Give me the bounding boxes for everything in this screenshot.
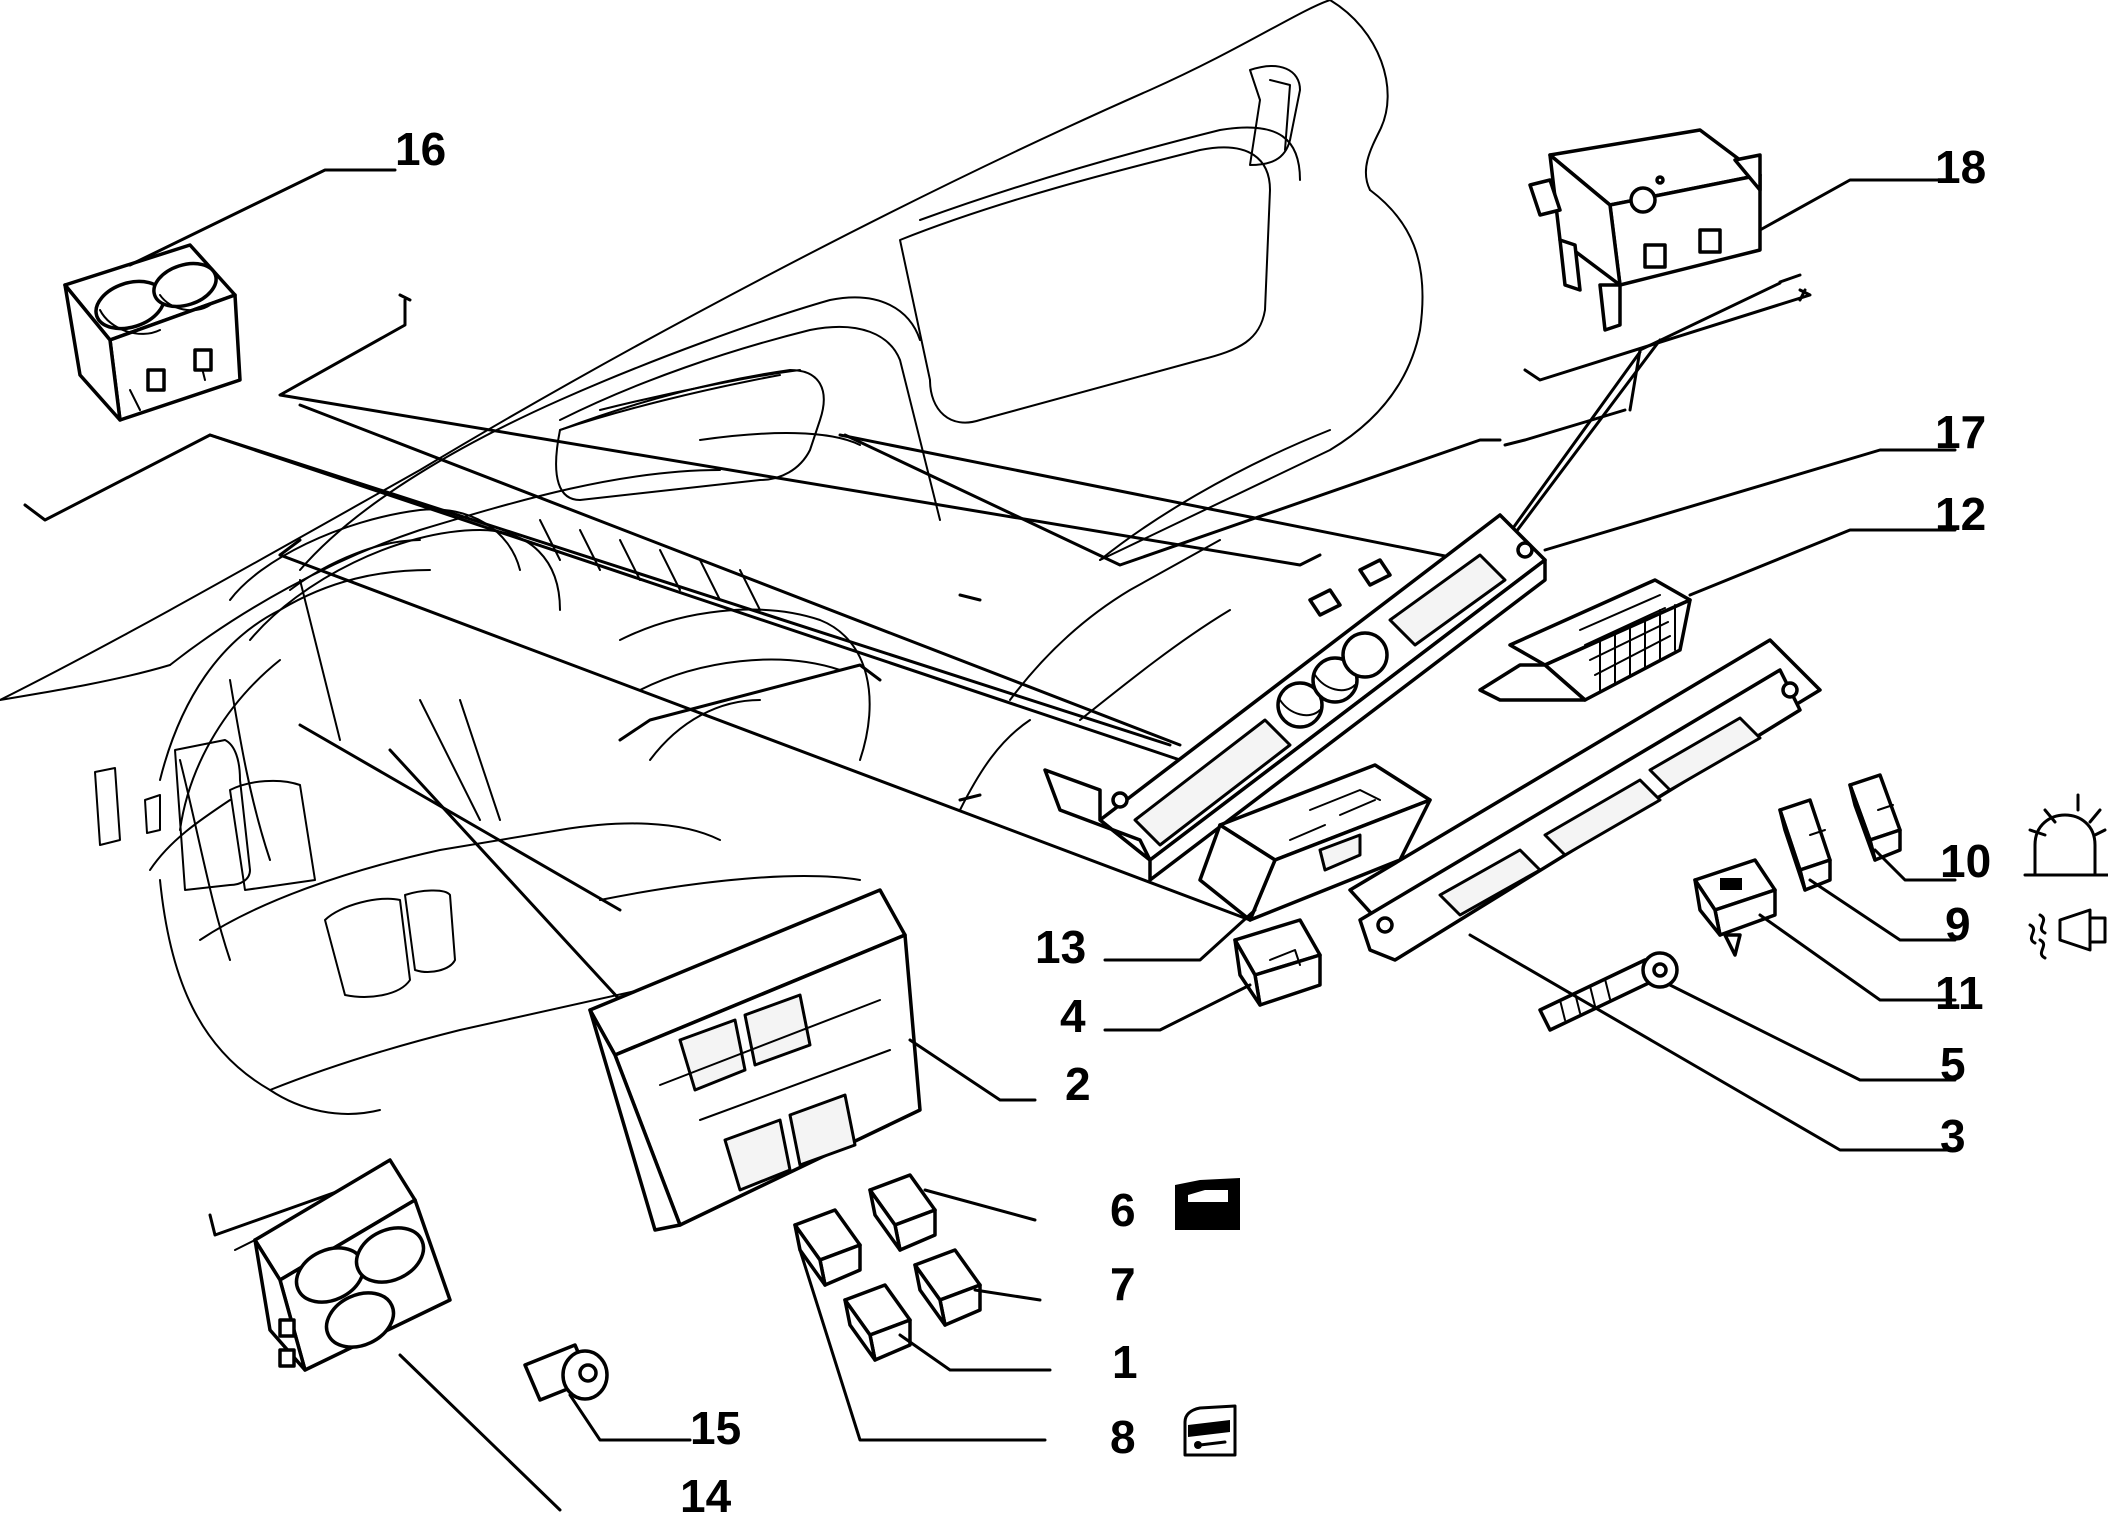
callout-11: 11 bbox=[1935, 967, 1984, 1019]
hazard-light-icon bbox=[2023, 793, 2108, 877]
horn-icon bbox=[2028, 908, 2107, 960]
part-10-switch bbox=[1848, 773, 1902, 862]
part-8-keycap bbox=[793, 1208, 862, 1287]
part-14-cupholder bbox=[234, 1158, 452, 1372]
callout-10: 10 bbox=[1940, 835, 1991, 887]
callout-1: 1 bbox=[1112, 1336, 1138, 1388]
part-1-keycap bbox=[843, 1283, 912, 1362]
callout-5: 5 bbox=[1940, 1038, 1966, 1090]
part-2-housing bbox=[588, 888, 922, 1232]
door-lock-icon bbox=[1183, 1404, 1237, 1457]
part-5-screw bbox=[1538, 951, 1679, 1032]
part-11-switch bbox=[1693, 858, 1777, 957]
callout-13: 13 bbox=[1035, 921, 1086, 973]
callout-6: 6 bbox=[1110, 1184, 1136, 1236]
part-18-module bbox=[1528, 128, 1762, 332]
part-4-switch bbox=[1233, 918, 1322, 1007]
callout-18: 18 bbox=[1935, 141, 1986, 193]
callout-7: 7 bbox=[1110, 1258, 1136, 1310]
part-7-keycap bbox=[913, 1248, 982, 1327]
callout-labels: 16 18 17 12 10 9 11 13 4 5 3 2 6 7 1 8 1… bbox=[395, 123, 1991, 1517]
door-window-icon bbox=[1175, 1178, 1240, 1230]
callout-15: 15 bbox=[690, 1402, 741, 1454]
callout-16: 16 bbox=[395, 123, 446, 175]
callout-4: 4 bbox=[1060, 990, 1086, 1042]
part-17-switch-panel bbox=[1043, 513, 1547, 882]
part-12-connector bbox=[1478, 578, 1692, 702]
part-16-cupholder bbox=[63, 243, 242, 422]
callout-leaders bbox=[128, 168, 1957, 1512]
callout-2: 2 bbox=[1065, 1058, 1091, 1110]
callout-9: 9 bbox=[1945, 898, 1971, 950]
section-lines bbox=[23, 273, 1812, 1237]
leader-rays bbox=[208, 281, 1782, 1002]
callout-12: 12 bbox=[1935, 488, 1986, 540]
callout-8: 8 bbox=[1110, 1411, 1136, 1463]
callout-17: 17 bbox=[1935, 406, 1986, 458]
part-6-keycap bbox=[868, 1173, 937, 1252]
callout-3: 3 bbox=[1940, 1110, 1966, 1162]
part-9-switch bbox=[1778, 798, 1832, 892]
part-15-knob bbox=[523, 1343, 609, 1402]
part-3-lower-panel bbox=[1348, 638, 1822, 962]
callout-14: 14 bbox=[680, 1470, 732, 1517]
dashboard-outline bbox=[0, 0, 1424, 1115]
